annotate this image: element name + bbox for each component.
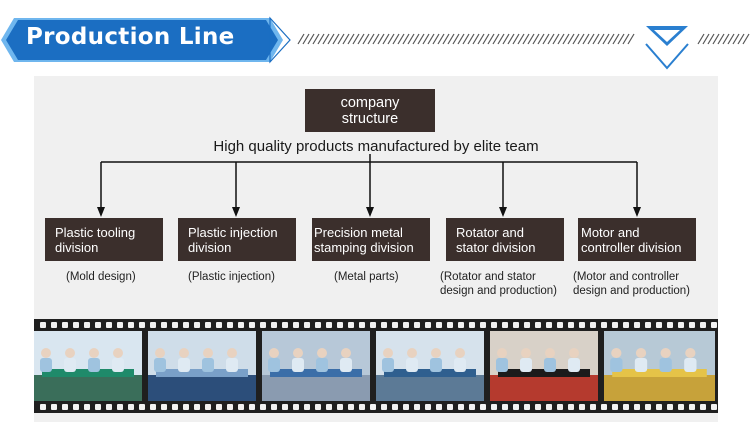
stator-components-photo	[490, 331, 598, 401]
header-graphics	[1, 16, 750, 70]
motor-production-line-photo	[604, 331, 715, 401]
division-note: (Mold design)	[66, 271, 136, 283]
assembly-line-photo	[376, 331, 484, 401]
film-perforations-bottom	[40, 404, 717, 410]
division-note: (Rotator and stator design and productio…	[440, 271, 557, 297]
division-note: (Motor and controller design and product…	[573, 271, 690, 297]
division-label: Motor and controller division	[581, 224, 682, 255]
division-label: Plastic tooling division	[55, 224, 136, 255]
hatch-pattern-left	[297, 33, 635, 45]
division-note: (Metal parts)	[334, 271, 399, 283]
workers-at-workbench-photo	[34, 331, 142, 401]
connector-lines	[97, 154, 641, 217]
company-structure-box: company structure	[305, 89, 435, 132]
division-label: Plastic injection division	[188, 224, 278, 255]
division-box: Motor and controller division	[578, 218, 696, 261]
injection-worker-photo	[148, 331, 256, 401]
section-header: Production Line	[0, 0, 750, 72]
factory-floor-photo	[262, 331, 370, 401]
page-title: Production Line	[26, 24, 235, 50]
title-banner-arrow-outline	[269, 16, 291, 64]
chart-subtitle: High quality products manufactured by el…	[213, 138, 539, 155]
division-arrows	[97, 162, 641, 217]
division-box: Precision metal stamping division	[312, 218, 430, 261]
division-box: Rotator and stator division	[446, 218, 564, 261]
division-box: Plastic tooling division	[45, 218, 163, 261]
division-label: Precision metal stamping division	[314, 224, 414, 255]
division-note: (Plastic injection)	[188, 271, 275, 283]
company-structure-label: company structure	[340, 94, 400, 127]
film-perforations-top	[40, 322, 717, 328]
film-strip	[34, 319, 718, 413]
division-box: Plastic injection division	[178, 218, 296, 261]
chevron-down-icon	[645, 26, 689, 70]
division-label: Rotator and stator division	[456, 224, 536, 255]
title-banner	[6, 20, 278, 60]
hatch-pattern-right	[697, 33, 750, 45]
org-chart-panel: company structure High quality products …	[34, 76, 718, 422]
